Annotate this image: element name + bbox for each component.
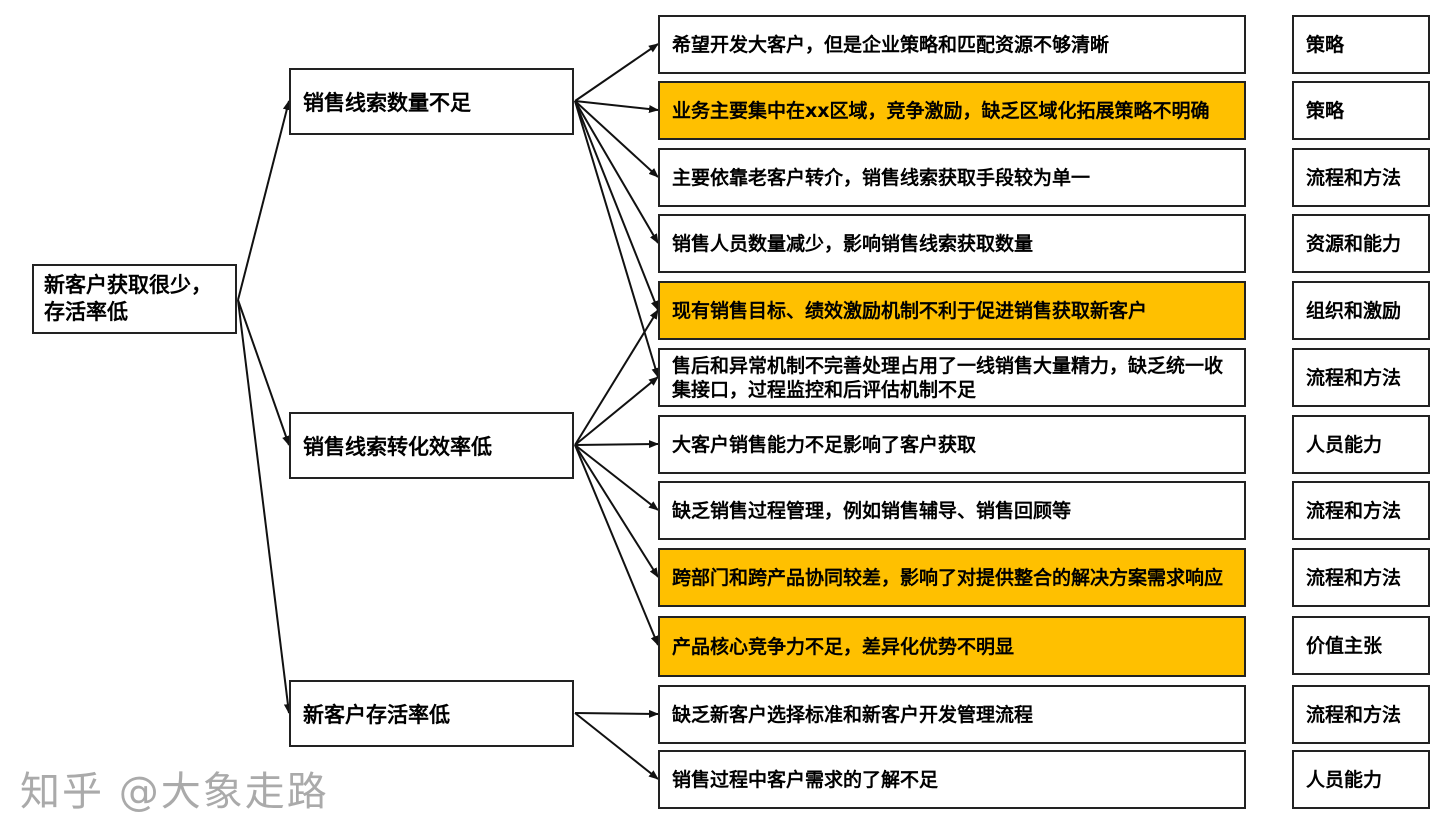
cause-box: 业务主要集中在xx区域，竞争激励，缺乏区域化拓展策略不明确 <box>658 81 1246 140</box>
connector-arrow <box>574 712 659 780</box>
connector-arrow <box>574 440 659 449</box>
category-box: 资源和能力 <box>1292 214 1430 273</box>
category-label: 价值主张 <box>1306 634 1383 657</box>
connector-arrow <box>574 376 659 446</box>
category-label: 流程和方法 <box>1306 566 1402 589</box>
connector-arrow <box>237 299 290 446</box>
connector-arrow <box>574 444 659 511</box>
category-box: 策略 <box>1292 15 1430 74</box>
cause-box: 主要依靠老客户转介，销售线索获取手段较为单一 <box>658 148 1246 207</box>
category-box: 人员能力 <box>1292 415 1430 474</box>
cause-box: 销售人员数量减少，影响销售线索获取数量 <box>658 214 1246 273</box>
category-label: 流程和方法 <box>1306 366 1402 389</box>
connector-arrow <box>574 100 659 244</box>
category-box: 流程和方法 <box>1292 348 1430 407</box>
category-label: 组织和激励 <box>1306 299 1402 322</box>
branch-label: 销售线索转化效率低 <box>303 434 492 459</box>
cause-box: 缺乏销售过程管理，例如销售辅导、销售回顾等 <box>658 481 1246 540</box>
category-box: 人员能力 <box>1292 750 1430 809</box>
cause-box: 大客户销售能力不足影响了客户获取 <box>658 415 1246 474</box>
category-box: 价值主张 <box>1292 616 1430 675</box>
cause-text: 售后和异常机制不完善处理占用了一线销售大量精力，缺乏统一收集接口，过程监控和后评… <box>672 354 1224 401</box>
cause-text: 缺乏新客户选择标准和新客户开发管理流程 <box>672 703 1034 726</box>
category-label: 策略 <box>1306 33 1345 56</box>
connector-arrow <box>574 100 659 114</box>
category-box: 策略 <box>1292 81 1430 140</box>
branch-box-lead-conversion: 销售线索转化效率低 <box>289 412 574 479</box>
cause-text: 现有销售目标、绩效激励机制不利于促进销售获取新客户 <box>672 299 1148 322</box>
category-box: 组织和激励 <box>1292 281 1430 340</box>
category-box: 流程和方法 <box>1292 481 1430 540</box>
connector-arrow <box>574 309 659 446</box>
cause-text: 产品核心竞争力不足，差异化优势不明显 <box>672 635 1015 658</box>
branch-box-retention: 新客户存活率低 <box>289 680 574 747</box>
connector-arrow <box>574 100 659 311</box>
cause-text: 销售人员数量减少，影响销售线索获取数量 <box>672 232 1034 255</box>
watermark: 知乎 @大象走路 <box>20 769 329 815</box>
cause-box: 跨部门和跨产品协同较差，影响了对提供整合的解决方案需求响应 <box>658 548 1246 607</box>
branch-box-lead-quantity: 销售线索数量不足 <box>289 68 574 135</box>
category-label: 策略 <box>1306 99 1345 122</box>
connector-arrow <box>574 709 659 718</box>
branch-label: 新客户存活率低 <box>303 702 450 727</box>
cause-text: 希望开发大客户，但是企业策略和匹配资源不够清晰 <box>672 33 1110 56</box>
connector-arrow <box>237 100 291 301</box>
category-label: 资源和能力 <box>1306 232 1402 255</box>
category-label: 流程和方法 <box>1306 166 1402 189</box>
category-box: 流程和方法 <box>1292 685 1430 744</box>
connector-arrow <box>574 100 659 178</box>
cause-box: 售后和异常机制不完善处理占用了一线销售大量精力，缺乏统一收集接口，过程监控和后评… <box>658 348 1246 407</box>
root-problem-label: 新客户获取很少，存活率低 <box>44 273 212 324</box>
connector-arrow <box>574 444 659 578</box>
cause-text: 销售过程中客户需求的了解不足 <box>672 768 939 791</box>
connector-arrow <box>574 444 659 646</box>
cause-text: 业务主要集中在xx区域，竞争激励，缺乏区域化拓展策略不明确 <box>672 99 1210 122</box>
cause-text: 缺乏销售过程管理，例如销售辅导、销售回顾等 <box>672 499 1072 522</box>
category-box: 流程和方法 <box>1292 148 1430 207</box>
connector-arrow <box>574 100 660 378</box>
cause-text: 跨部门和跨产品协同较差，影响了对提供整合的解决方案需求响应 <box>672 566 1224 589</box>
category-label: 人员能力 <box>1306 768 1383 791</box>
cause-box: 产品核心竞争力不足，差异化优势不明显 <box>658 616 1246 677</box>
cause-box: 销售过程中客户需求的了解不足 <box>658 750 1246 809</box>
cause-box: 希望开发大客户，但是企业策略和匹配资源不够清晰 <box>658 15 1246 74</box>
category-box: 流程和方法 <box>1292 548 1430 607</box>
category-label: 人员能力 <box>1306 433 1383 456</box>
connector-arrow <box>237 299 292 714</box>
category-label: 流程和方法 <box>1306 499 1402 522</box>
cause-box: 缺乏新客户选择标准和新客户开发管理流程 <box>658 685 1246 744</box>
cause-box: 现有销售目标、绩效激励机制不利于促进销售获取新客户 <box>658 281 1246 340</box>
root-problem-box: 新客户获取很少，存活率低 <box>32 264 237 334</box>
category-label: 流程和方法 <box>1306 703 1402 726</box>
branch-label: 销售线索数量不足 <box>303 90 471 115</box>
cause-text: 大客户销售能力不足影响了客户获取 <box>672 433 977 456</box>
cause-text: 主要依靠老客户转介，销售线索获取手段较为单一 <box>672 166 1091 189</box>
connector-arrow <box>574 43 659 102</box>
